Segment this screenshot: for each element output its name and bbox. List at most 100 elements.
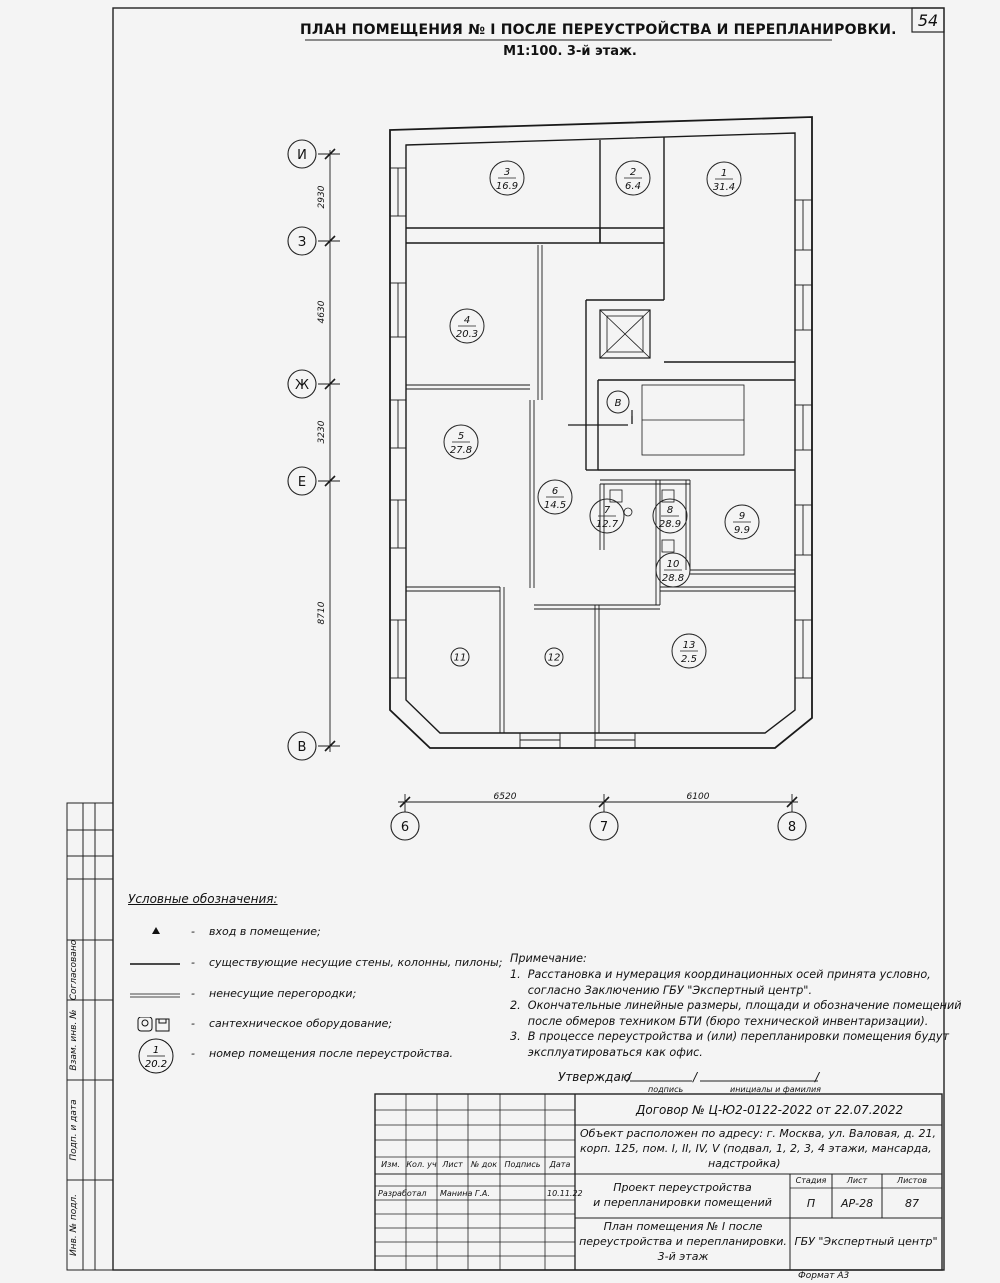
address-line-2: корп. 125, пом. I, II, IV, V (подвал, 1,… <box>580 1142 932 1155</box>
axis-row-2: З <box>287 226 317 256</box>
entrance-mark: ВI <box>606 390 634 427</box>
room-6-mark: 614.5 <box>537 479 573 515</box>
svg-text:6: 6 <box>401 820 409 835</box>
svg-text:27.8: 27.8 <box>450 445 472 456</box>
axis-row-1: И <box>287 139 317 169</box>
page-number: 54 <box>917 11 939 30</box>
svg-text:28.9: 28.9 <box>659 519 681 530</box>
title-underline <box>305 39 832 41</box>
legend-item: -ненесущие перегородки; <box>128 987 508 1013</box>
contract-line: Договор № Ц-Ю2-0122-2022 от 22.07.2022 <box>636 1103 904 1117</box>
floor-plan: 131.426.4316.9420.3527.8614.5712.7828.99… <box>287 116 813 841</box>
room-3-mark: 316.9 <box>489 160 525 196</box>
room-7-mark: 712.7 <box>589 498 625 534</box>
legend-item: -сантехническое оборудование; <box>128 1016 508 1043</box>
note-line: после обмеров техником БТИ (бюро техниче… <box>510 1014 929 1028</box>
svg-text:6: 6 <box>552 486 558 497</box>
room-13-mark: 132.5 <box>671 633 707 669</box>
svg-text:20.2: 20.2 <box>145 1059 167 1070</box>
sheet-title-2: переустройства и перепланировки. <box>579 1235 787 1248</box>
svg-text:1: 1 <box>153 1045 159 1056</box>
notes-title: Примечание: <box>510 952 587 965</box>
col-dimension: 6520 <box>494 792 517 802</box>
legend-text: существующие несущие стены, колонны, пил… <box>209 956 503 969</box>
note-line: 2. Окончательные линейные размеры, площа… <box>510 999 962 1012</box>
side-stamp-label: Подп. и дата <box>69 1099 79 1161</box>
sanitary-equipment-icon <box>128 1016 183 1043</box>
row-dimension: 2930 <box>317 185 327 208</box>
svg-text:20.3: 20.3 <box>456 329 478 340</box>
stage-value: П <box>806 1197 816 1210</box>
svg-text:9.9: 9.9 <box>734 525 750 536</box>
sheet-title-3: 3-й этаж <box>657 1250 709 1263</box>
stage-header: Стадия <box>795 1176 827 1185</box>
axis-col-6: 6 <box>390 810 420 841</box>
row-dimension: 3230 <box>317 420 327 443</box>
side-stamp-label: Инв. № подл. <box>69 1193 79 1257</box>
svg-text:5: 5 <box>458 431 464 442</box>
approve-label: Утверждаю <box>558 1070 631 1084</box>
svg-text:13: 13 <box>683 640 696 651</box>
svg-text:2: 2 <box>630 167 636 178</box>
stamp-header-cell: Кол. уч <box>406 1160 437 1169</box>
svg-text:14.5: 14.5 <box>544 500 566 511</box>
address-line-3: надстройка) <box>708 1157 781 1170</box>
sheet-value: АР-28 <box>840 1197 874 1210</box>
svg-text:16.9: 16.9 <box>496 181 518 192</box>
axis-row-4: Е <box>287 466 317 496</box>
stamp-header-cell: № док <box>470 1160 498 1169</box>
svg-text:11: 11 <box>454 653 467 664</box>
svg-text:28.8: 28.8 <box>662 573 684 584</box>
partition-double-line-icon <box>128 987 183 1013</box>
entrance-triangle-icon <box>128 925 183 951</box>
sheet-title-1: План помещения № I после <box>603 1220 763 1233</box>
note-line: эксплуатироваться как офис. <box>510 1045 703 1059</box>
approve-sub-signature: подпись <box>648 1085 684 1094</box>
svg-text:6.4: 6.4 <box>625 181 641 192</box>
approve-sub-name: инициалы и фамилия <box>730 1085 821 1094</box>
svg-text:4: 4 <box>464 315 470 326</box>
legend-item: -существующие несущие стены, колонны, пи… <box>128 956 508 982</box>
plan-subtitle: М1:100. 3-й этаж. <box>503 44 637 59</box>
svg-text:В: В <box>298 740 307 755</box>
legend-text: вход в помещение; <box>209 925 321 938</box>
room-4-mark: 420.3 <box>449 308 485 344</box>
side-stamp-label: Согласовано <box>69 939 79 1001</box>
developer-role: Разработал <box>378 1189 427 1198</box>
svg-text:12.7: 12.7 <box>596 519 619 530</box>
svg-text:В: В <box>615 398 622 409</box>
developer-date: 10.11.22 <box>547 1189 583 1198</box>
svg-text:И: И <box>297 148 307 163</box>
svg-text:8: 8 <box>667 505 673 516</box>
sheets-value: 87 <box>905 1197 919 1210</box>
sheets-header: Листов <box>897 1176 927 1185</box>
sheet-format: Формат А3 <box>798 1271 850 1281</box>
developer-name: Манина Г.А. <box>440 1189 490 1198</box>
load-bearing-wall-line-icon <box>128 956 183 982</box>
legend-item: -вход в помещение; <box>128 925 508 951</box>
svg-text:2.5: 2.5 <box>681 654 697 665</box>
col-dimension: 6100 <box>687 792 710 802</box>
note-line: согласно Заключению ГБУ "Экспертный цент… <box>510 983 813 997</box>
svg-text:9: 9 <box>739 511 745 522</box>
room-5-mark: 527.8 <box>443 424 479 460</box>
axis-row-3: Ж <box>287 369 317 399</box>
svg-text:З: З <box>298 235 306 250</box>
svg-text:Е: Е <box>298 475 306 490</box>
axis-col-8: 8 <box>777 810 807 841</box>
side-stamp-label: Взам. инв. № <box>69 1009 79 1071</box>
axis-col-7: 7 <box>589 810 619 841</box>
room-9-mark: 99.9 <box>724 504 760 540</box>
svg-text:Ж: Ж <box>295 378 309 393</box>
svg-text:3: 3 <box>504 167 510 178</box>
svg-text:7: 7 <box>600 820 608 835</box>
approve-lines <box>630 1080 818 1082</box>
note-line: 1. Расстановка и нумерация координационн… <box>510 968 931 981</box>
svg-text:12: 12 <box>548 653 561 664</box>
project-line-1: Проект переустройства <box>613 1181 752 1194</box>
project-line-2: и перепланировки помещений <box>593 1196 772 1209</box>
